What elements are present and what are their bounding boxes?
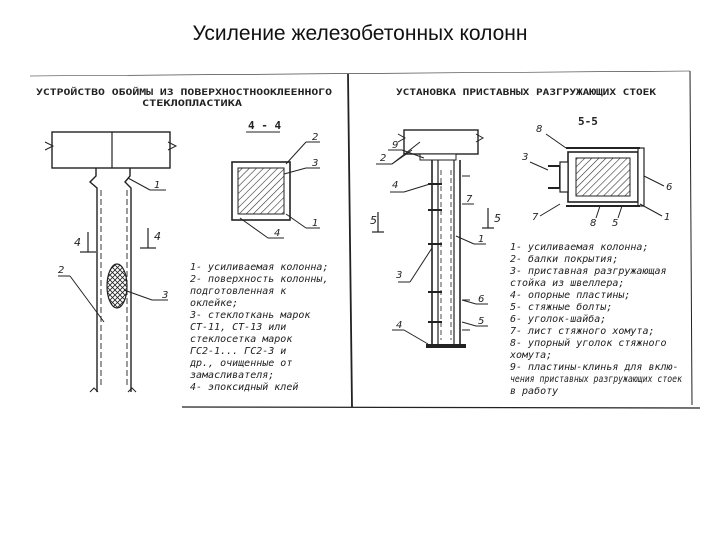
svg-text:2- поверхность колонны,: 2- поверхность колонны, [190,274,328,285]
svg-text:4: 4 [274,228,280,239]
slide-title: Усиление железобетонных колонн [192,22,528,45]
svg-text:9: 9 [392,140,398,151]
right-legend: 1- усиливаемая колонна; 2- балки покрыти… [509,242,683,397]
svg-text:7: 7 [466,194,473,205]
svg-text:7- лист стяжного хомута;: 7- лист стяжного хомута; [510,326,655,337]
svg-text:1: 1 [312,218,318,229]
svg-text:9- пластины-клинья для вклю-: 9- пластины-клинья для вклю- [510,362,679,373]
cut-marker-5-right: 5 [482,208,501,229]
fiberglass-wrap [106,263,128,309]
svg-text:4- опорные пластины;: 4- опорные пластины; [510,290,630,301]
section-4-4-label: 4 - 4 [248,119,281,132]
svg-text:8: 8 [536,124,542,135]
svg-text:4: 4 [396,320,402,331]
cut-marker-4-right: 4 [140,228,161,249]
svg-text:4- эпоксидный клей: 4- эпоксидный клей [190,381,298,393]
svg-text:3: 3 [522,152,528,163]
svg-text:1: 1 [664,212,670,223]
svg-text:в работу: в работу [510,385,558,397]
svg-text:3: 3 [162,290,168,301]
svg-text:4: 4 [154,230,161,243]
left-heading-line2: СТЕКЛОПЛАСТИКА [142,98,243,109]
svg-text:оклейке;: оклейке; [190,297,238,309]
cut-marker-4-left: 4 [74,232,96,253]
roof-beam [397,129,485,161]
svg-text:стеклосетка марок: стеклосетка марок [190,334,293,345]
svg-text:5: 5 [478,316,484,327]
left-heading-line1: УСТРОЙСТВО ОБОЙМЫ ИЗ ПОВЕРХНОСТНООКЛЕЕНН… [36,86,333,98]
svg-text:2- балки покрытия;: 2- балки покрытия; [510,253,618,265]
svg-text:3- приставная разгружающая: 3- приставная разгружающая [509,266,667,277]
svg-text:1- усиливаемая колонна;: 1- усиливаемая колонна; [190,262,328,273]
scan-bottom-rule [181,406,701,409]
svg-text:1- усиливаемая колонна;: 1- усиливаемая колонна; [510,242,648,253]
right-border [689,70,693,406]
svg-text:2: 2 [58,265,64,276]
svg-text:др., очищенные от: др., очищенные от [189,358,292,369]
beam [44,131,178,169]
svg-text:хомута;: хомута; [509,350,552,361]
svg-text:стойка из швеллера;: стойка из швеллера; [510,277,624,289]
svg-text:5: 5 [494,212,501,225]
svg-text:5: 5 [612,218,618,229]
svg-text:7: 7 [532,212,539,223]
svg-text:3: 3 [396,270,402,281]
section-5-5-label: 5-5 [578,115,598,128]
right-heading: УСТАНОВКА ПРИСТАВНЫХ РАЗГРУЖАЮЩИХ СТОЕК [396,87,657,98]
svg-text:8- упорный уголок стяжного: 8- упорный уголок стяжного [510,337,667,349]
svg-text:8: 8 [590,218,596,229]
scan-top-rule [29,70,691,77]
svg-text:ГС2-1... ГС2-3 и: ГС2-1... ГС2-3 и [190,346,286,357]
left-legend: 1- усиливаемая колонна; 2- поверхность к… [189,262,328,393]
column [88,168,137,393]
reinforced-column [426,160,470,348]
svg-text:подготовленная к: подготовленная к [190,286,287,297]
svg-text:5- стяжные болты;: 5- стяжные болты; [510,301,612,313]
section-4-4: 2 3 1 4 [231,132,320,239]
svg-text:1: 1 [154,180,160,191]
callout-3: 3 [123,289,168,301]
svg-text:СТ-11, СТ-13 или: СТ-11, СТ-13 или [190,322,286,333]
svg-text:чения приставных разгружающих: чения приставных разгружающих стоек [510,374,683,385]
section-5-5: 8 3 7 8 5 6 1 [522,124,672,229]
svg-text:3- стеклоткань марок: 3- стеклоткань марок [189,310,311,321]
right-callouts: 2 9 4 7 1 3 6 5 4 [376,140,488,345]
svg-text:4: 4 [392,180,398,191]
panel-divider [347,73,353,408]
svg-text:2: 2 [380,153,386,164]
svg-text:4: 4 [74,236,81,249]
svg-text:5: 5 [370,214,377,227]
svg-text:6: 6 [478,294,484,305]
right-panel: УСТАНОВКА ПРИСТАВНЫХ РАЗГРУЖАЮЩИХ СТОЕК [370,87,683,397]
svg-text:6: 6 [666,182,672,193]
svg-text:3: 3 [312,158,318,169]
callout-1: 1 [127,177,166,191]
svg-text:6- уголок-шайба;: 6- уголок-шайба; [510,313,606,325]
cut-marker-5-left: 5 [370,212,384,233]
svg-text:2: 2 [312,132,318,143]
svg-text:1: 1 [478,234,484,245]
callout-2: 2 [58,265,105,323]
left-panel: УСТРОЙСТВО ОБОЙМЫ ИЗ ПОВЕРХНОСТНООКЛЕЕНН… [36,86,333,393]
svg-text:замасливателя;: замасливателя; [190,370,274,381]
